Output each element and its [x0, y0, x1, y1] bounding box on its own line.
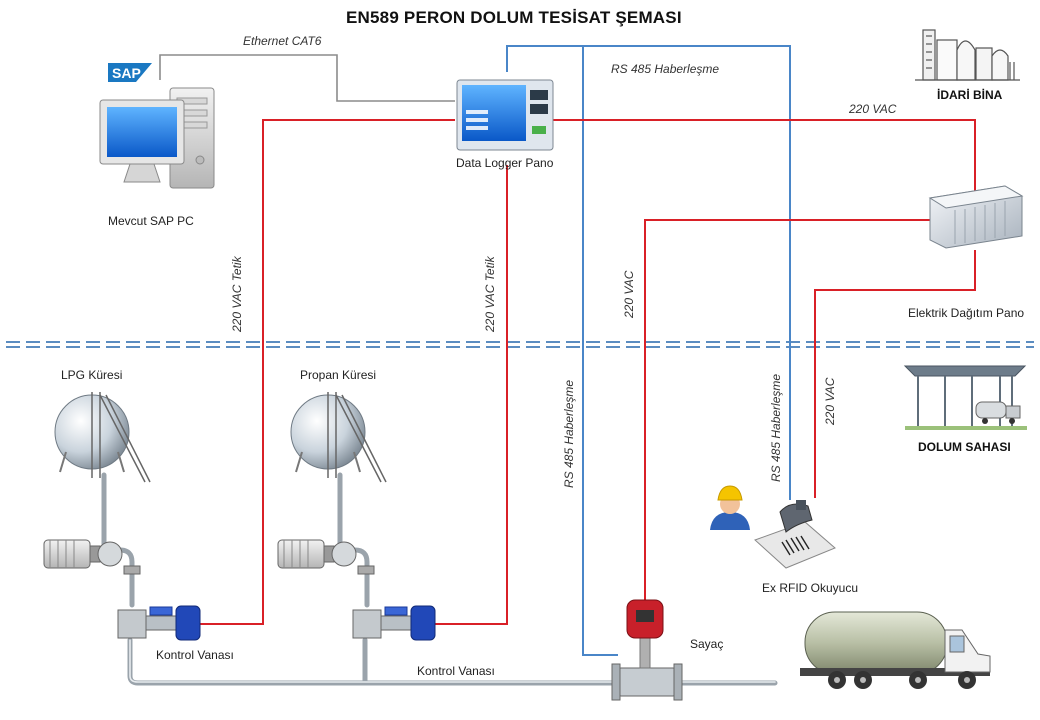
sayac-label: Sayaç [690, 637, 724, 651]
rs485-line-rfid [506, 45, 791, 500]
rs485-sayac-label: RS 485 Haberleşme [562, 379, 576, 488]
sayac-icon [611, 599, 683, 701]
lpg-kuresi-label: LPG Küresi [61, 368, 123, 382]
vac-rfid-label: 220 VAC [823, 377, 837, 425]
vac-mid-label: 220 VAC [622, 270, 636, 318]
sap-pc-icon [99, 87, 215, 189]
power-line-sayac [644, 219, 930, 600]
rfid-label: Ex RFID Okuyucu [762, 581, 859, 595]
rs485-rfid-label: RS 485 Haberleşme [769, 373, 783, 482]
sap-logo-text: SAP [112, 65, 141, 81]
vac-tetik-label-2: 220 VAC Tetik [483, 256, 497, 332]
lpg-kuresi-icon [54, 392, 151, 483]
idari-bina-icon [915, 29, 1020, 81]
pump-icon-propan [277, 539, 375, 575]
worker-icon [710, 485, 750, 530]
tanker-truck-icon [800, 611, 991, 689]
ethernet-label: Ethernet CAT6 [243, 34, 322, 48]
power-line-main [551, 119, 976, 195]
sap-pc-label: Mevcut SAP PC [108, 214, 194, 228]
rfid-reader-icon [754, 500, 836, 569]
power-line-tetik-1 [198, 119, 455, 625]
elektrik-pano-icon [928, 185, 1024, 249]
power-line-rfid [814, 250, 976, 498]
data-logger-icon [456, 79, 554, 151]
vac-tetik-label-1: 220 VAC Tetik [230, 256, 244, 332]
dolum-sahasi-label: DOLUM SAHASI [918, 440, 1011, 454]
rs485-top-label: RS 485 Haberleşme [611, 62, 720, 76]
kontrol-vanasi-label-1: Kontrol Vanası [156, 648, 234, 662]
vac-top-label: 220 VAC [849, 102, 897, 116]
power-line-tetik-2 [432, 165, 508, 625]
pump-icon-lpg [43, 539, 141, 575]
data-logger-label: Data Logger Pano [456, 156, 554, 170]
rs485-line-sayac [582, 46, 618, 656]
propan-kuresi-icon [290, 392, 387, 483]
idari-bina-label: İDARİ BİNA [937, 88, 1003, 102]
diagram-title: EN589 PERON DOLUM TESİSAT ŞEMASI [346, 8, 682, 27]
kontrol-vanasi-icon-1 [117, 605, 201, 641]
zone-divider [6, 341, 1034, 348]
sap-logo [108, 63, 152, 82]
kontrol-vanasi-icon-2 [352, 605, 436, 641]
elektrik-pano-label: Elektrik Dağıtım Pano [908, 306, 1025, 320]
ethernet-line [159, 54, 455, 102]
dolum-sahasi-icon [903, 365, 1027, 430]
kontrol-vanasi-label-2: Kontrol Vanası [417, 664, 495, 678]
propan-kuresi-label: Propan Küresi [300, 368, 377, 382]
